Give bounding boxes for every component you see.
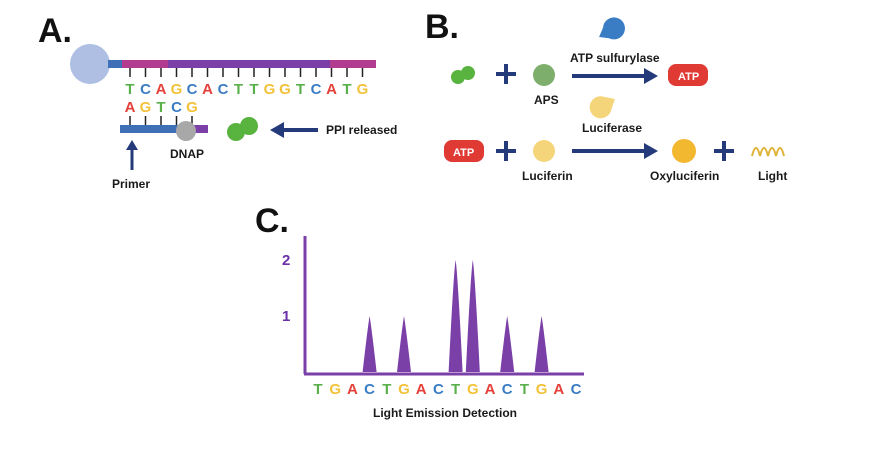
peak [465,260,480,372]
x-tick-label: A [485,381,496,398]
atp-badge-input-text: ATP [453,147,474,159]
light-wave-icon [751,147,785,157]
template-base: A [156,81,167,98]
primer-base: A [125,99,136,116]
template-base: C [187,81,198,98]
luciferase-label: Luciferase [582,121,642,135]
oxyluciferin-label: Oxyluciferin [650,169,719,183]
template-link [108,60,122,68]
panel-a-label: A. [38,12,72,50]
luciferase-icon [589,96,615,119]
x-tick-label: T [451,381,460,398]
plus-icon [496,64,516,84]
peak [448,260,463,372]
atp-sulfurylase-label: ATP sulfurylase [570,51,660,65]
light-label: Light [758,169,787,183]
template-strand [108,60,376,77]
peaks [362,260,549,372]
peak [397,316,411,372]
template-base: G [264,81,276,98]
template-base: A [326,81,337,98]
bead [70,44,110,84]
plus-icon [496,141,516,161]
luciferin-molecule [533,140,555,162]
atp-badge-product [668,64,708,86]
template-base: T [342,81,351,98]
ppi-arrow-head [270,122,284,138]
panel-c-label: C. [255,202,289,240]
plus-icon [714,141,734,161]
y-tick-label: 1 [282,308,290,325]
template-base: C [140,81,151,98]
template-base: T [249,81,258,98]
x-tick-label: G [398,381,410,398]
dnap-label: DNAP [170,147,204,161]
atp-badge-input [444,140,484,162]
oxyluciferin-molecule [672,139,696,163]
ppi-molecule-2 [240,117,258,135]
template-base: C [218,81,229,98]
primer-arrow-head [126,140,138,150]
x-tick-label: G [467,381,479,398]
primer-base: T [156,99,165,116]
panel-b: B. APS ATP sulfurylase ATP Luciferase AT… [425,8,787,183]
x-tick-label: A [416,381,427,398]
x-tick-label: A [347,381,358,398]
template-base: G [279,81,291,98]
aps-molecule [533,64,555,86]
template-base: G [357,81,369,98]
template-segment [122,60,168,68]
aps-label: APS [534,93,559,107]
ppi-label: PPI released [326,123,397,137]
dnap-enzyme [176,121,196,141]
ppi-molecule-b2 [461,66,475,80]
peak [500,316,515,372]
atp-badge-product-text: ATP [678,71,699,83]
template-segment [330,60,376,68]
x-tick-label: A [553,381,564,398]
primer-base: G [140,99,152,116]
luciferase-arrow-head [644,143,658,159]
template-base: T [234,81,243,98]
primer-base: C [171,99,182,116]
peak [534,316,549,372]
x-tick-label: T [520,381,529,398]
y-tick-label: 2 [282,252,290,269]
sulfurylase-arrow-head [644,68,658,84]
x-tick-label: C [571,381,582,398]
x-tick-label: G [329,381,341,398]
x-axis-label: Light Emission Detection [373,406,517,420]
atp-sulfurylase-icon [599,17,625,40]
x-tick-label: T [382,381,391,398]
template-base: C [311,81,322,98]
primer-label: Primer [112,177,150,191]
template-base: G [171,81,183,98]
template-base: T [125,81,134,98]
primer-extension [186,125,208,133]
peak [362,316,377,372]
template-base: T [296,81,305,98]
y-tick-labels: 12 [282,252,290,325]
template-backbone [108,60,371,68]
primer-base: G [186,99,198,116]
x-tick-label: C [364,381,375,398]
primer-strand [120,125,208,133]
template-base: A [202,81,213,98]
panel-b-label: B. [425,8,459,46]
x-tick-label: G [536,381,548,398]
luciferin-label: Luciferin [522,169,573,183]
x-tick-label: T [313,381,322,398]
x-tick-label: C [433,381,444,398]
x-tick-label: C [502,381,513,398]
